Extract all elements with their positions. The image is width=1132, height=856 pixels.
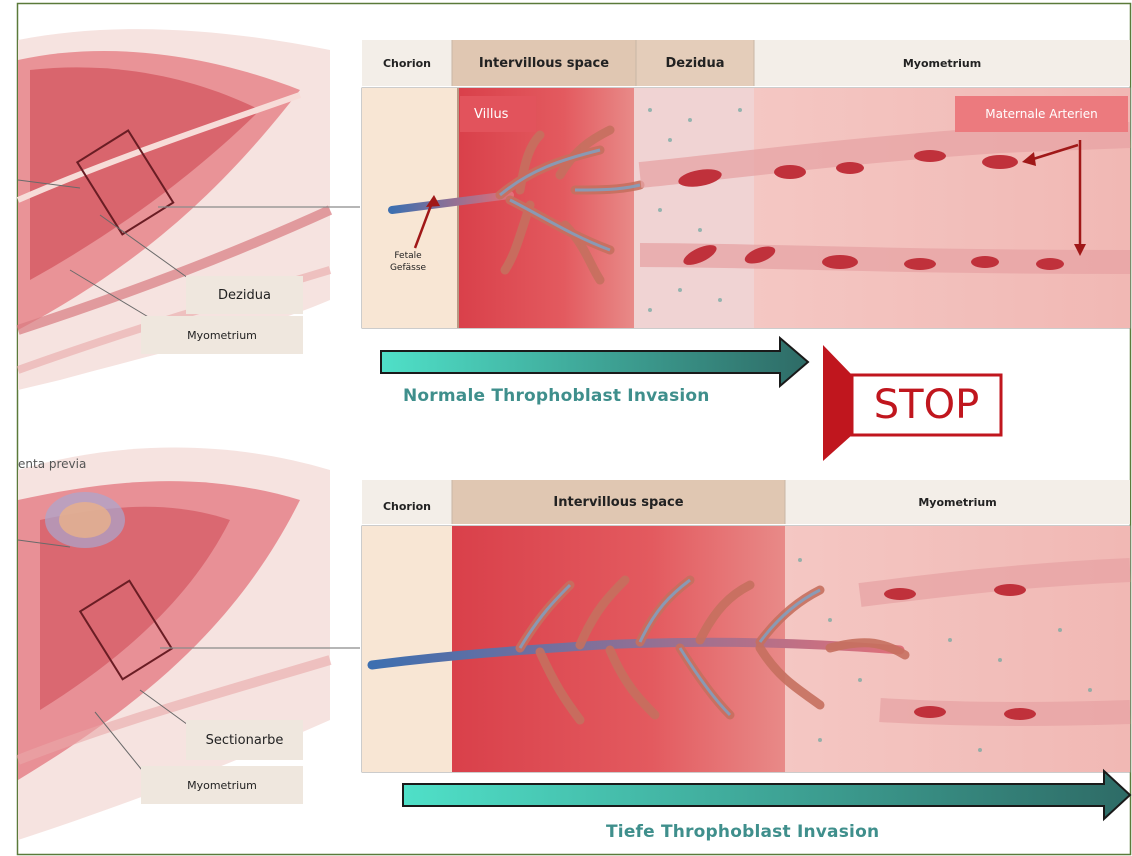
- bottom-header-chorion: Chorion: [362, 484, 452, 528]
- top-header-dezidua: Dezidua: [636, 40, 754, 86]
- villus-label: Villus: [460, 96, 536, 132]
- decidua-label-box: Dezidua: [186, 276, 303, 314]
- fetal-vessels-label: Fetale Gefässe: [376, 248, 440, 276]
- top-header-myometrium: Myometrium: [754, 40, 1130, 86]
- myometrium-label-box-bottom: Myometrium: [141, 766, 303, 804]
- placenta-previa-partial-label: enta previa: [18, 454, 108, 474]
- bottom-header-myometrium: Myometrium: [785, 480, 1130, 524]
- deep-invasion-caption: Tiefe Throphoblast Invasion: [606, 822, 879, 842]
- top-header-intervillous-space: Intervillous space: [452, 40, 636, 86]
- normal-invasion-arrow: [381, 338, 808, 386]
- section-scar-label-box: Sectionarbe: [186, 720, 303, 760]
- maternal-arteries-label: Maternale Arterien: [955, 96, 1128, 132]
- bottom-header-intervillous-space: Intervillous space: [452, 480, 785, 524]
- stop-sign-label: STOP: [852, 375, 1001, 435]
- myometrium-label-box-top: Myometrium: [141, 316, 303, 354]
- deep-invasion-arrow: [403, 771, 1130, 819]
- fetal-vessels-label-line1: Fetale: [394, 250, 421, 262]
- top-header-chorion: Chorion: [362, 40, 452, 86]
- bottom-tissue-panel: [362, 526, 1130, 772]
- fetal-vessels-label-line2: Gefässe: [390, 262, 426, 274]
- normal-invasion-caption: Normale Throphoblast Invasion: [403, 386, 710, 406]
